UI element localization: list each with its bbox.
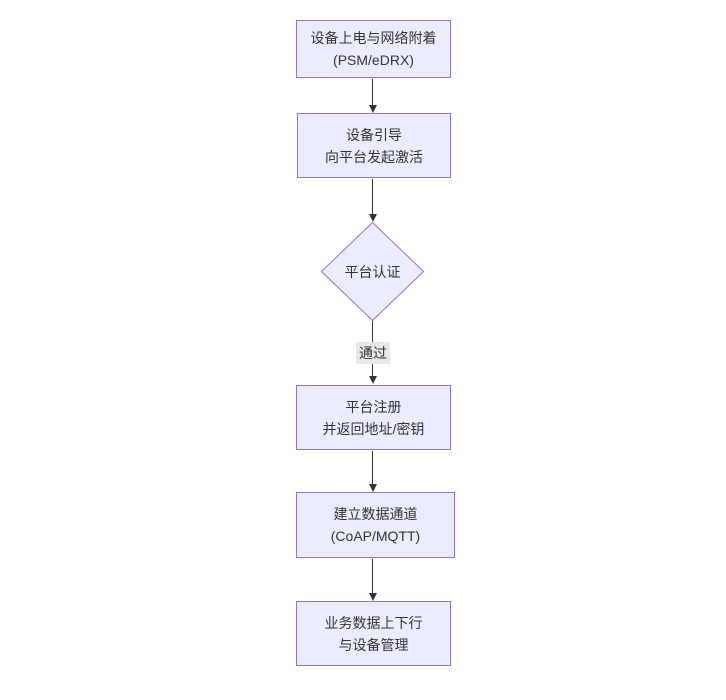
node-label-line: 并返回地址/密钥 [322, 420, 425, 437]
arrowhead-icon [368, 484, 377, 492]
arrow-line [372, 451, 373, 484]
node-label-line: (PSM/eDRX) [333, 52, 414, 68]
flow-node-platform-auth: 平台认证 [321, 222, 424, 321]
connector-arrow-4 [368, 451, 377, 492]
node-label-line: 向平台发起激活 [325, 148, 423, 165]
node-label-line: 平台认证 [344, 263, 401, 280]
edge-label-pass: 通过 [356, 342, 390, 364]
node-label-line: 业务数据上下行 [324, 614, 423, 631]
node-label-line: 平台注册 [345, 398, 402, 415]
connector-arrow-5 [368, 559, 377, 601]
arrowhead-icon [368, 214, 377, 222]
flow-node-power-network-attach: 设备上电与网络附着 (PSM/eDRX) [296, 20, 451, 78]
node-label-line: 设备上电与网络附着 [310, 30, 437, 46]
arrowhead-icon [368, 593, 377, 601]
connector-arrow-1 [368, 79, 377, 113]
flow-node-platform-register: 平台注册 并返回地址/密钥 [296, 385, 451, 450]
node-label-line: (CoAP/MQTT) [330, 528, 421, 544]
node-label-line: 建立数据通道 [333, 506, 418, 522]
diamond-shape [321, 222, 424, 321]
arrow-line [372, 179, 373, 214]
flow-node-business-data: 业务数据上下行 与设备管理 [296, 601, 451, 666]
node-label-line: 与设备管理 [338, 636, 409, 653]
arrowhead-icon [368, 376, 377, 384]
arrow-line [372, 559, 373, 593]
node-label-line: 设备引导 [346, 126, 402, 143]
arrow-line [372, 79, 373, 105]
connector-arrow-2 [368, 179, 377, 222]
flow-node-data-channel: 建立数据通道 (CoAP/MQTT) [296, 492, 455, 558]
flow-node-device-bootstrap: 设备引导 向平台发起激活 [297, 113, 451, 178]
arrowhead-icon [368, 105, 377, 113]
